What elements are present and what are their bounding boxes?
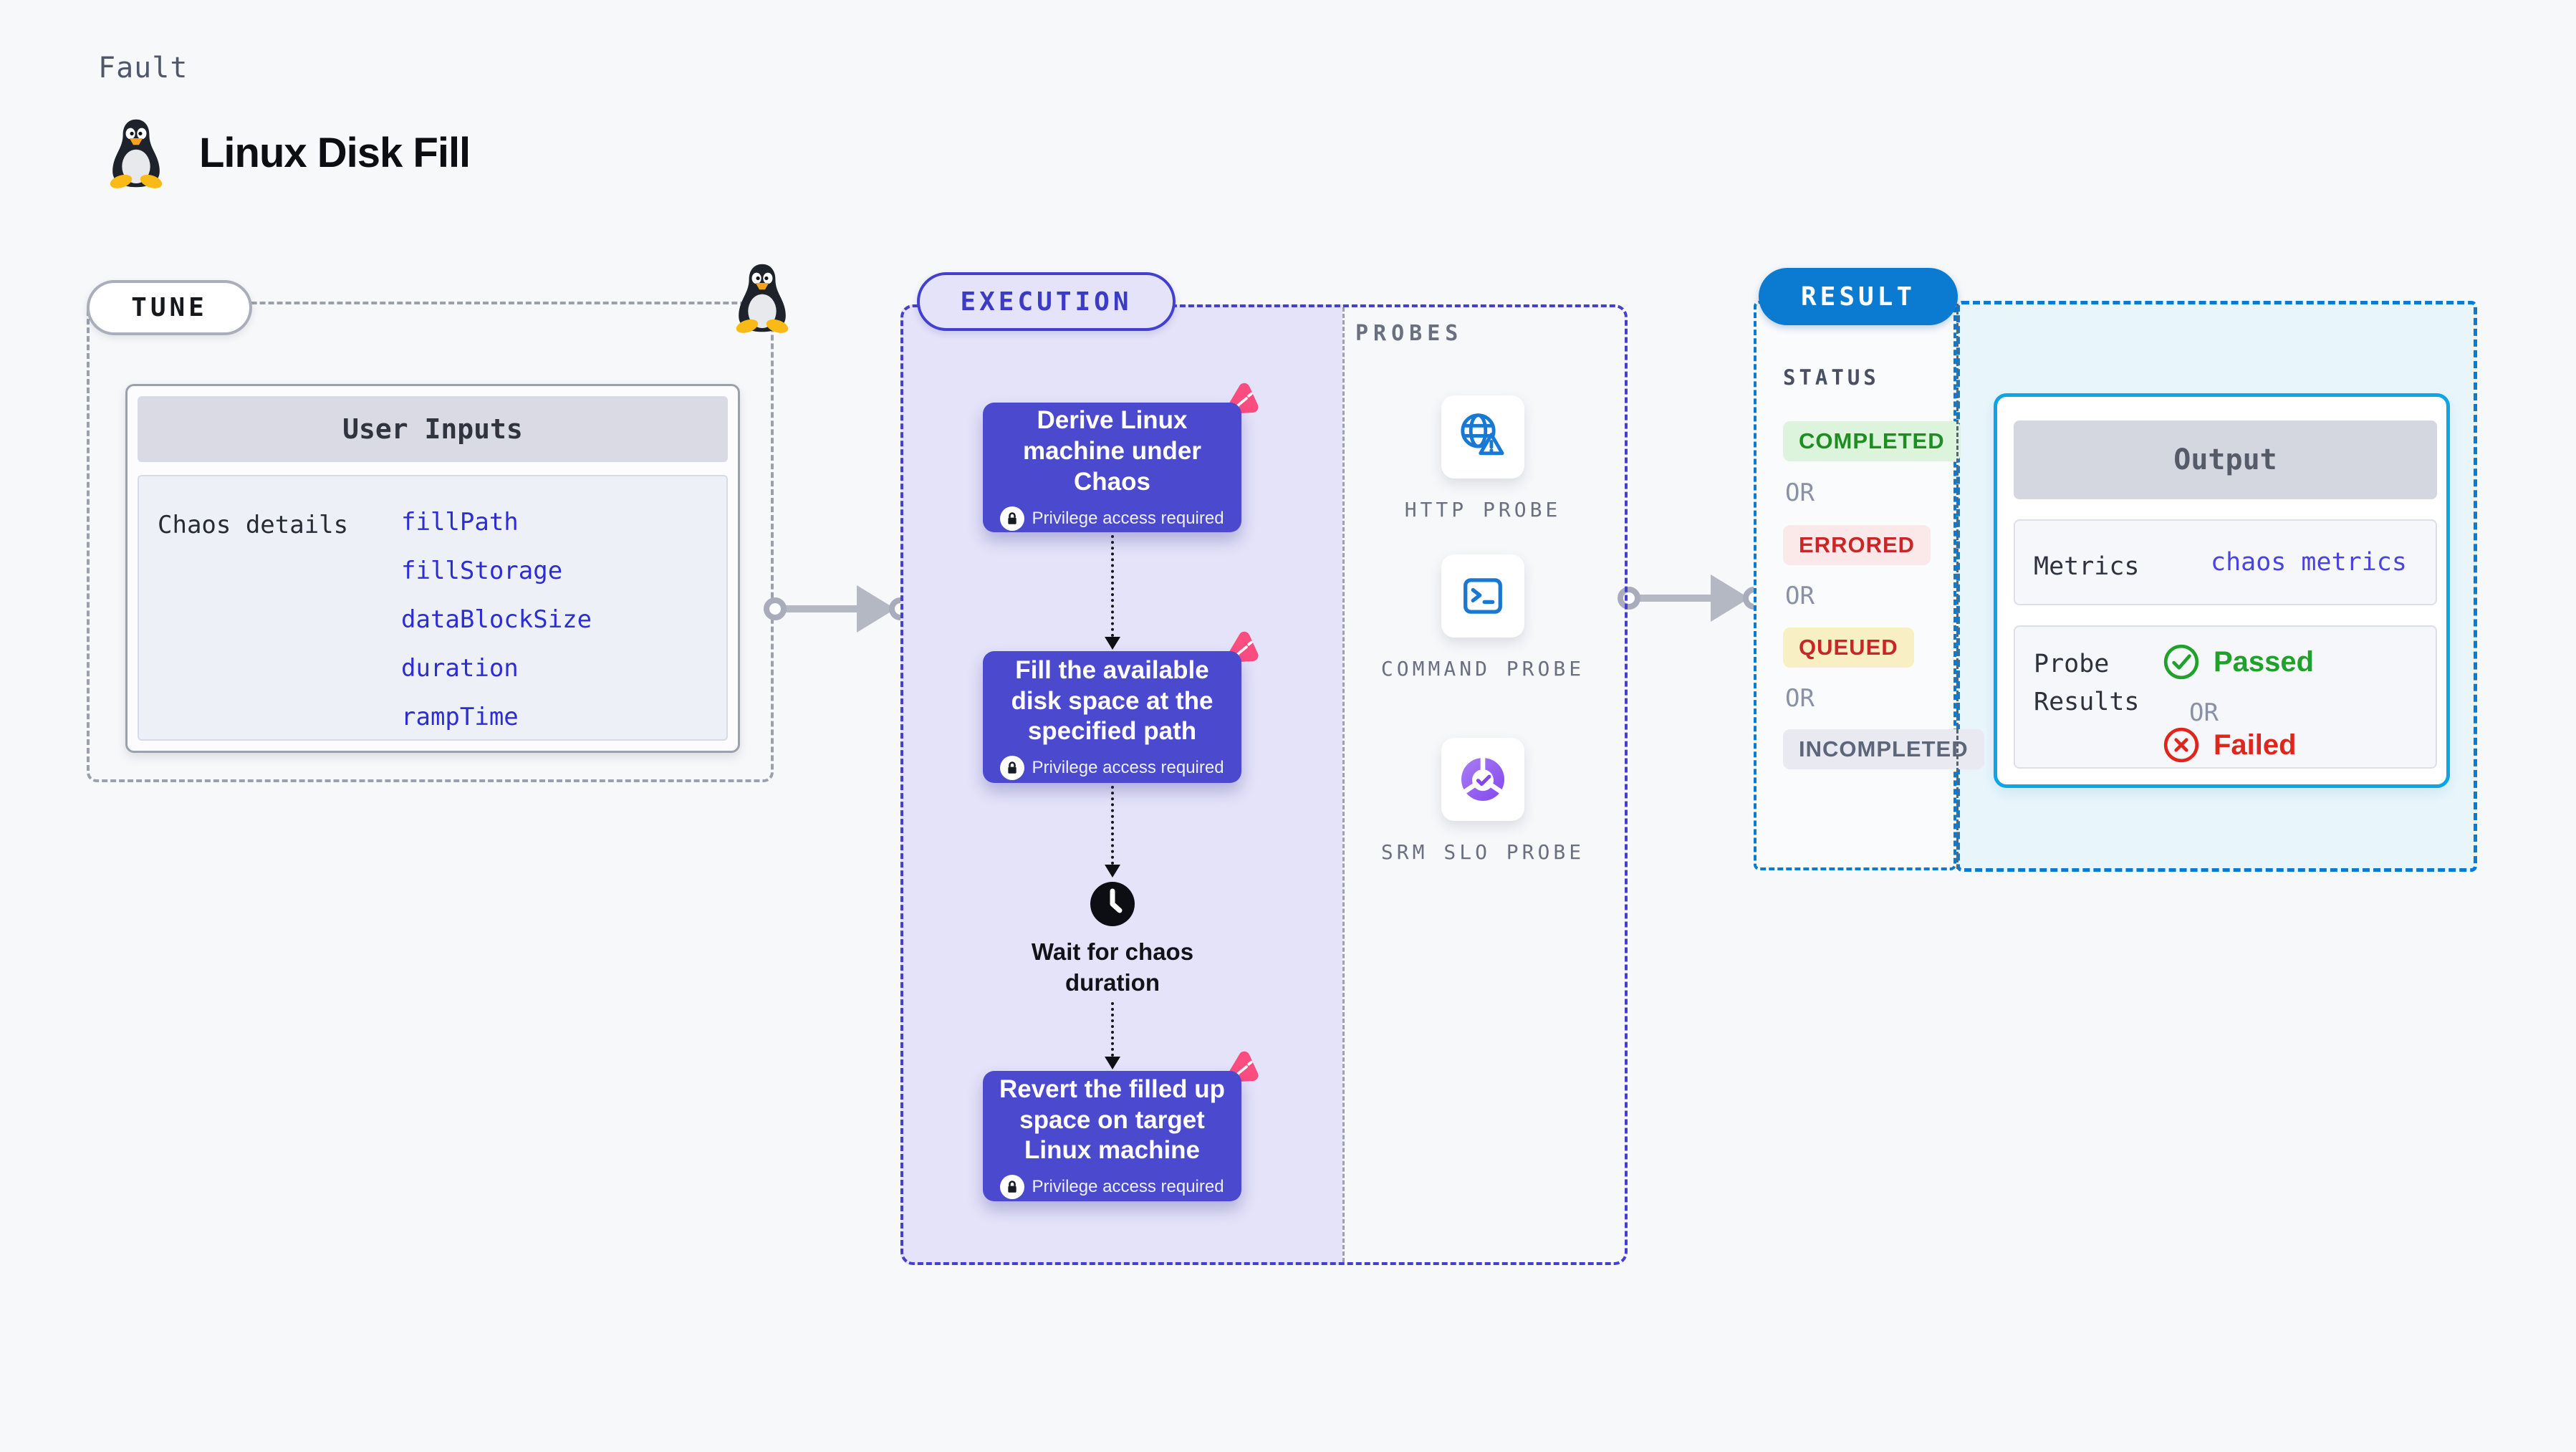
chaos-details-label: Chaos details	[158, 511, 349, 539]
flow-connector	[1111, 535, 1114, 637]
tux-penguin-icon	[106, 117, 166, 189]
wait-duration-label: Wait for chaos duration	[1031, 938, 1194, 996]
metrics-row: Metrics chaos metrics	[2014, 519, 2437, 605]
connector-dot	[764, 597, 787, 620]
command-probe-label: COMMAND PROBE	[1380, 657, 1585, 681]
metrics-label: Metrics	[2034, 552, 2140, 581]
metrics-value: chaos metrics	[2211, 548, 2407, 577]
probe-results-row: Probe Results Passed OR Failed	[2014, 625, 2437, 769]
output-header: Output	[2014, 420, 2437, 499]
fault-kicker: Fault	[98, 52, 188, 85]
privilege-badge-text: Privilege access required	[1032, 508, 1224, 528]
status-badge-incompleted: INCOMPLETED	[1783, 729, 1984, 769]
x-circle-icon	[2163, 727, 2199, 763]
connector-dot	[1618, 587, 1640, 610]
globe-alert-icon	[1461, 413, 1504, 456]
user-inputs-rows: Chaos details fillPath fillStorage dataB…	[138, 475, 728, 741]
status-badge-queued: QUEUED	[1783, 628, 1914, 668]
privilege-badge-text: Privilege access required	[1032, 1177, 1224, 1197]
privilege-badge: Privilege access required	[1000, 756, 1224, 781]
input-value: rampTime	[401, 703, 519, 731]
clock-icon	[1089, 880, 1136, 928]
privilege-badge: Privilege access required	[1000, 1175, 1224, 1200]
srm-slo-probe-label: SRM SLO PROBE	[1380, 840, 1585, 864]
result-pill: RESULT	[1759, 268, 1958, 325]
result-panel-divider	[1956, 304, 1959, 869]
arrow-execution-to-result	[1639, 595, 1716, 602]
passed-label: Passed	[2214, 645, 2315, 678]
input-value: dataBlockSize	[401, 605, 592, 634]
page-title: Linux Disk Fill	[199, 130, 471, 176]
http-probe-label: HTTP PROBE	[1404, 498, 1562, 521]
slo-donut-icon	[1461, 756, 1504, 801]
check-circle-icon	[2163, 644, 2199, 680]
failed-label: Failed	[2214, 729, 2297, 761]
privilege-badge: Privilege access required	[1000, 506, 1224, 531]
terminal-icon	[1464, 578, 1502, 614]
command-probe-card	[1441, 554, 1524, 638]
probe-results-label: Probe Results	[2034, 650, 2140, 716]
lock-icon	[1000, 506, 1025, 531]
flow-arrowhead	[1105, 1057, 1120, 1069]
lock-icon	[1000, 1175, 1025, 1200]
failed-result: Failed	[2162, 726, 2297, 764]
step-title: Fill the available disk space at the spe…	[1011, 655, 1213, 746]
or-label: OR	[1785, 479, 1815, 507]
or-label: OR	[1785, 582, 1815, 610]
input-value: fillStorage	[401, 557, 563, 585]
status-badge-errored: ERRORED	[1783, 525, 1931, 565]
srm-slo-probe-card	[1441, 738, 1524, 821]
user-inputs-header: User Inputs	[138, 396, 728, 462]
execution-region	[900, 304, 1628, 1265]
user-inputs-card: User Inputs Chaos details fillPath fillS…	[125, 384, 740, 753]
status-heading: STATUS	[1783, 365, 1880, 390]
status-region	[1754, 301, 1956, 870]
flow-connector	[1111, 1002, 1114, 1057]
or-label: OR	[2189, 698, 2219, 727]
execution-pill: EXECUTION	[917, 272, 1176, 331]
flow-connector	[1111, 786, 1114, 865]
lock-icon	[1000, 756, 1025, 781]
step-revert-space: Revert the filled up space on target Lin…	[983, 1071, 1241, 1201]
arrow-tune-to-execution	[782, 605, 862, 612]
step-fill-disk: Fill the available disk space at the spe…	[983, 651, 1241, 783]
tune-pill: TUNE	[87, 280, 252, 335]
http-probe-card	[1441, 395, 1524, 479]
flow-arrowhead	[1105, 865, 1120, 878]
step-derive-machine: Derive Linux machine under Chaos Privile…	[983, 403, 1241, 532]
passed-result: Passed	[2162, 643, 2314, 681]
tux-penguin-corner-icon	[732, 262, 792, 334]
privilege-badge-text: Privilege access required	[1032, 758, 1224, 778]
step-title: Derive Linux machine under Chaos	[1023, 406, 1201, 496]
probes-heading: PROBES	[1355, 321, 1464, 346]
or-label: OR	[1785, 684, 1815, 713]
output-card: Output Metrics chaos metrics Probe Resul…	[1994, 393, 2450, 788]
step-title: Revert the filled up space on target Lin…	[999, 1074, 1226, 1165]
tune-region	[87, 302, 774, 782]
flow-arrowhead	[1105, 637, 1120, 650]
status-badge-completed: COMPLETED	[1783, 421, 1961, 461]
probes-separator	[1342, 307, 1345, 1262]
chaos-details-values: fillPath fillStorage dataBlockSize durat…	[401, 498, 592, 741]
input-value: fillPath	[401, 508, 519, 537]
chaos-pin-icon	[1217, 376, 1269, 429]
input-value: duration	[401, 654, 519, 683]
